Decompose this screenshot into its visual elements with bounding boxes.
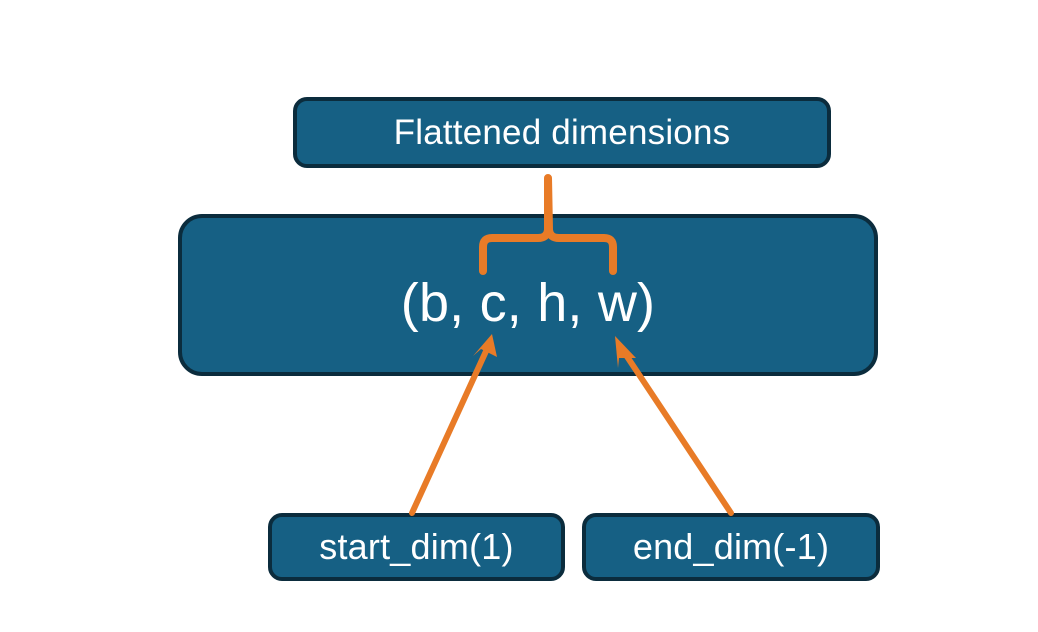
node-end-dim-label: end_dim(-1) <box>632 526 830 567</box>
node-start-dim[interactable]: start_dim(1) <box>268 513 565 581</box>
node-flattened-dimensions-label: Flattened dimensions <box>393 112 731 152</box>
node-tensor-shape-label: (b, c, h, w) <box>400 273 656 333</box>
node-flattened-dimensions[interactable]: Flattened dimensions <box>293 97 831 168</box>
node-end-dim[interactable]: end_dim(-1) <box>582 513 880 581</box>
node-tensor-shape[interactable]: (b, c, h, w) <box>178 214 878 376</box>
node-start-dim-label: start_dim(1) <box>319 526 514 567</box>
